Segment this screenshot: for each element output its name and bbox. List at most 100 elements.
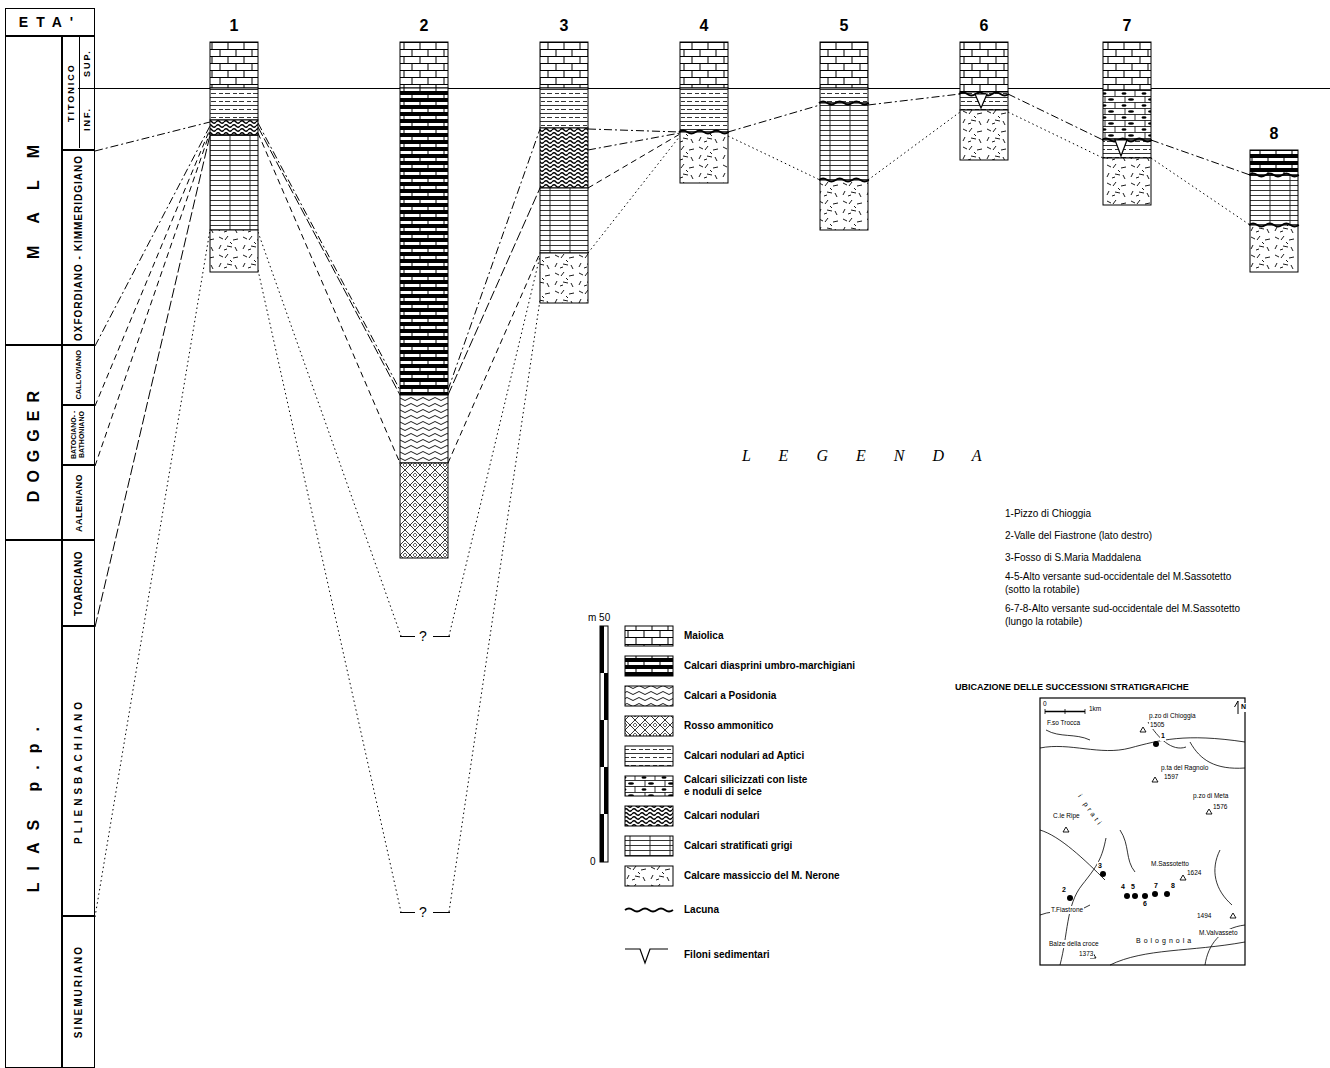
legend-sample (625, 909, 673, 912)
correlation-lines (258, 232, 540, 912)
site-description: 2-Valle del Fiastrone (lato destro) (1005, 530, 1152, 543)
lacuna-line (679, 131, 729, 134)
legend-sample (625, 806, 673, 826)
stream-name: T.Fiastrone (1050, 906, 1084, 914)
correlation-line (258, 133, 400, 463)
age-label: TITONICO (63, 37, 79, 148)
legend-text: Filoni sedimentari (684, 949, 770, 961)
correlation-line (95, 122, 210, 151)
correlation-line (95, 135, 210, 627)
stratigraphic-section: 5 (820, 42, 868, 230)
correlation-line (1008, 112, 1103, 158)
correlation-line (588, 129, 680, 132)
legend-sample (625, 776, 673, 796)
correlation-line (868, 112, 960, 180)
lacuna-line (1249, 174, 1299, 177)
elevation: 1494 (1196, 912, 1212, 920)
correlation-line (588, 133, 680, 150)
site-number: 1 (1160, 732, 1166, 741)
lacuna-line (819, 179, 869, 182)
section-number: 6 (960, 16, 1008, 36)
elevation: 1576 (1212, 803, 1228, 811)
stratigraphic-section: 4 (680, 42, 728, 183)
age-cell: TOARCIANO (62, 540, 95, 626)
legend-sample (625, 836, 673, 856)
correlation-line (728, 105, 820, 132)
age-label: SINEMURIANO (73, 945, 84, 1038)
age-cell: LIAS p.p. (5, 540, 62, 1068)
age-cell: AALENIANO (62, 465, 95, 540)
site-number: 6 (1142, 900, 1148, 909)
stratigraphic-section: 6 (960, 42, 1008, 160)
age-label: PLIENSBACHIANO (73, 698, 84, 844)
place-name: Balze della croce (1048, 940, 1100, 948)
site-number: 3 (1097, 862, 1103, 871)
legend-text: Calcari nodulari (684, 810, 760, 822)
correlation-line (588, 134, 680, 188)
correlation-line (258, 123, 400, 390)
legend-text: Lacuna (684, 904, 719, 916)
place-name: i prati (1075, 792, 1105, 830)
stratigraphic-column (679, 42, 729, 183)
correlation-line (95, 230, 210, 917)
site-description: 4-5-Alto versante sud-occidentale del M.… (1005, 571, 1250, 596)
age-label: OXFORDIANO - KIMMERIDGIANO (73, 155, 84, 341)
legend-text: Calcari diasprini umbro-marchigiani (684, 660, 855, 672)
north-label: N (1240, 703, 1247, 712)
stratigraphic-section: 2 (400, 42, 448, 558)
legend-text: Calcari silicizzati con liste e noduli d… (684, 774, 809, 798)
age-label: TOARCIANO (73, 551, 84, 616)
site-number: 4 (1120, 883, 1126, 892)
peak-name: M.Sassotetto (1150, 860, 1190, 868)
section-number: 8 (1250, 124, 1298, 144)
site-description: 3-Fosso di S.Maria Maddalena (1005, 552, 1141, 565)
elevation: 1505 (1149, 721, 1165, 729)
legend-sample (625, 686, 673, 706)
legend-text: Calcari stratificati grigi (684, 840, 792, 852)
legend-sample (625, 716, 673, 736)
correlation-line (1151, 140, 1250, 175)
age-cell: ETA' (5, 8, 95, 36)
age-cell: PLIENSBACHIANO (62, 626, 95, 916)
stratigraphic-column (400, 42, 448, 558)
age-cell: TITONICOINF.SUP. (62, 36, 95, 150)
place-name: Bolognola (1135, 937, 1195, 946)
sedimentary-dyke (1115, 140, 1127, 156)
stratigraphic-column (819, 42, 869, 230)
site-description: 6-7-8-Alto versante sud-occidentale del … (1005, 603, 1250, 628)
correlation-line (448, 188, 540, 395)
location-map (1040, 698, 1245, 965)
legend-title: L E G E N D A (742, 446, 993, 466)
age-label: AALENIANO (74, 474, 84, 532)
site-number: 5 (1130, 883, 1136, 892)
age-cell: SINEMURIANO (62, 916, 95, 1068)
age-label: ETA' (19, 14, 81, 30)
age-label: DOGGER (25, 383, 43, 502)
correlation-line (1151, 158, 1250, 225)
stratigraphic-section: 3 (540, 42, 588, 303)
elevation: 1373 (1078, 950, 1094, 958)
section-number: 1 (210, 16, 258, 36)
age-label: MALM (25, 123, 43, 259)
age-label: INF. (79, 89, 93, 148)
stratigraphic-column (959, 42, 1009, 160)
age-label: LIAS p.p. (25, 715, 43, 892)
correlation-line (588, 136, 680, 253)
elevation: 1597 (1163, 773, 1179, 781)
uncertain-mark: ? (419, 628, 427, 646)
scale-bar (600, 626, 608, 862)
lacuna-line (819, 102, 869, 105)
sedimentary-dyke (975, 94, 987, 108)
section-number: 5 (820, 16, 868, 36)
section-number: 2 (400, 16, 448, 36)
age-label: CALLOVIANO (74, 350, 83, 400)
age-cell: BATOCIANO- -BATHONIANO (62, 405, 95, 465)
scale-label: 0 (590, 856, 596, 869)
uncertain-mark: ? (419, 904, 427, 922)
scale-label: 1km (1088, 705, 1102, 713)
lacuna-line (1249, 224, 1299, 227)
legend-sample (625, 949, 668, 963)
map-title: UBICAZIONE DELLE SUCCESSIONI STRATIGRAFI… (955, 682, 1189, 693)
question-brackets (400, 637, 450, 913)
age-label: SUP. (79, 37, 93, 89)
